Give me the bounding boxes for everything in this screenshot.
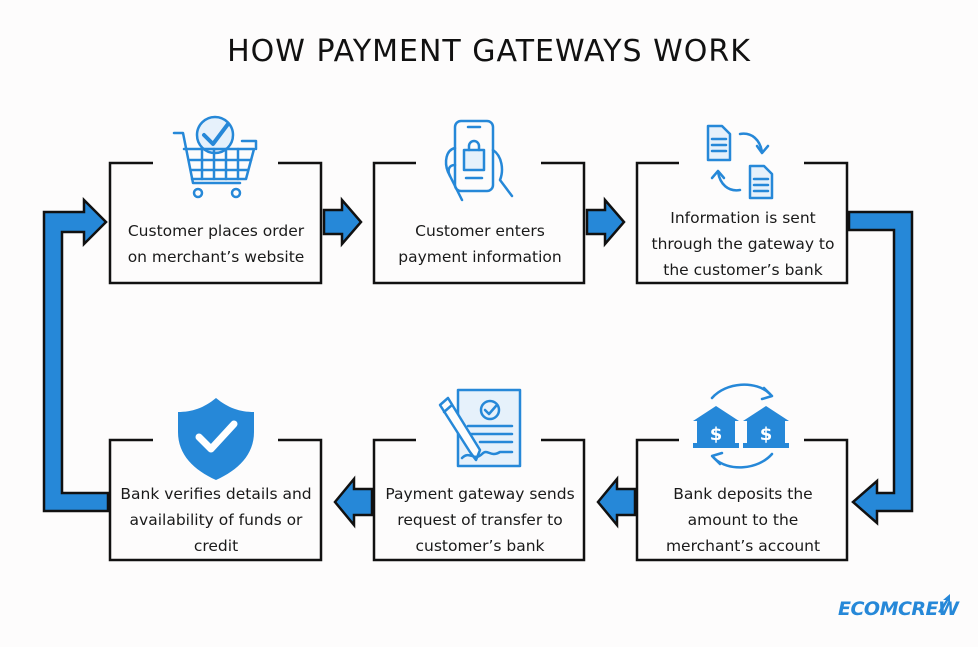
step-box-2	[372, 161, 586, 285]
step-box-3	[635, 161, 849, 285]
step-text-6: Bank verifies details and availability o…	[110, 481, 322, 559]
arrow-connector-right	[847, 210, 914, 526]
shopping-cart-check-icon	[172, 115, 258, 199]
step-2-line-1: Customer enters	[415, 222, 545, 240]
logo-arrow-icon	[938, 594, 950, 613]
step-1-line-2: on merchant’s website	[127, 248, 305, 266]
document-exchange-icon	[706, 124, 774, 200]
step-6-line-2: availability of funds or	[129, 511, 303, 529]
smartphone-shopping-bag-icon	[444, 119, 514, 202]
step-2-line-2: payment information	[398, 248, 562, 266]
step-3-line-2: through the gateway to	[651, 235, 835, 253]
step-text-4: Bank deposits the amount to the merchant…	[637, 481, 849, 559]
arrow-right-1-2	[322, 196, 363, 248]
step-6-line-3: credit	[193, 537, 239, 555]
step-text-3: Information is sent through the gateway …	[637, 205, 849, 283]
bank-transfer-icon: $ $	[693, 383, 789, 469]
step-4-line-3: merchant’s account	[665, 537, 821, 555]
shield-check-icon	[178, 398, 254, 480]
ecomcrew-logo: ECOMCREW	[838, 598, 959, 620]
step-5-line-3: customer’s bank	[415, 537, 545, 555]
step-box-4	[635, 438, 849, 562]
step-text-1: Customer places order on merchant’s webs…	[110, 218, 322, 270]
step-6-line-1: Bank verifies details and	[120, 485, 312, 503]
step-box-6	[108, 438, 323, 562]
arrow-left-5-6	[333, 475, 374, 529]
step-4-line-1: Bank deposits the	[673, 485, 813, 503]
contract-signature-icon	[438, 388, 522, 468]
page-title: HOW PAYMENT GATEWAYS WORK	[227, 34, 751, 69]
arrow-connector-left	[42, 196, 110, 513]
step-text-5: Payment gateway sends request of transfe…	[374, 481, 586, 559]
step-5-line-2: request of transfer to	[397, 511, 563, 529]
svg-text:$: $	[760, 424, 773, 445]
step-box-5	[372, 438, 586, 562]
step-3-line-1: Information is sent	[670, 209, 816, 227]
step-text-2: Customer enters payment information	[374, 218, 586, 270]
step-box-1	[108, 161, 323, 285]
step-3-line-3: the customer’s bank	[663, 261, 823, 279]
step-5-line-1: Payment gateway sends	[385, 485, 575, 503]
svg-text:$: $	[710, 424, 723, 445]
step-4-line-2: amount to the	[687, 511, 799, 529]
step-1-line-1: Customer places order	[127, 222, 305, 240]
arrow-right-2-3	[585, 196, 626, 248]
arrow-left-4-5	[596, 475, 637, 529]
